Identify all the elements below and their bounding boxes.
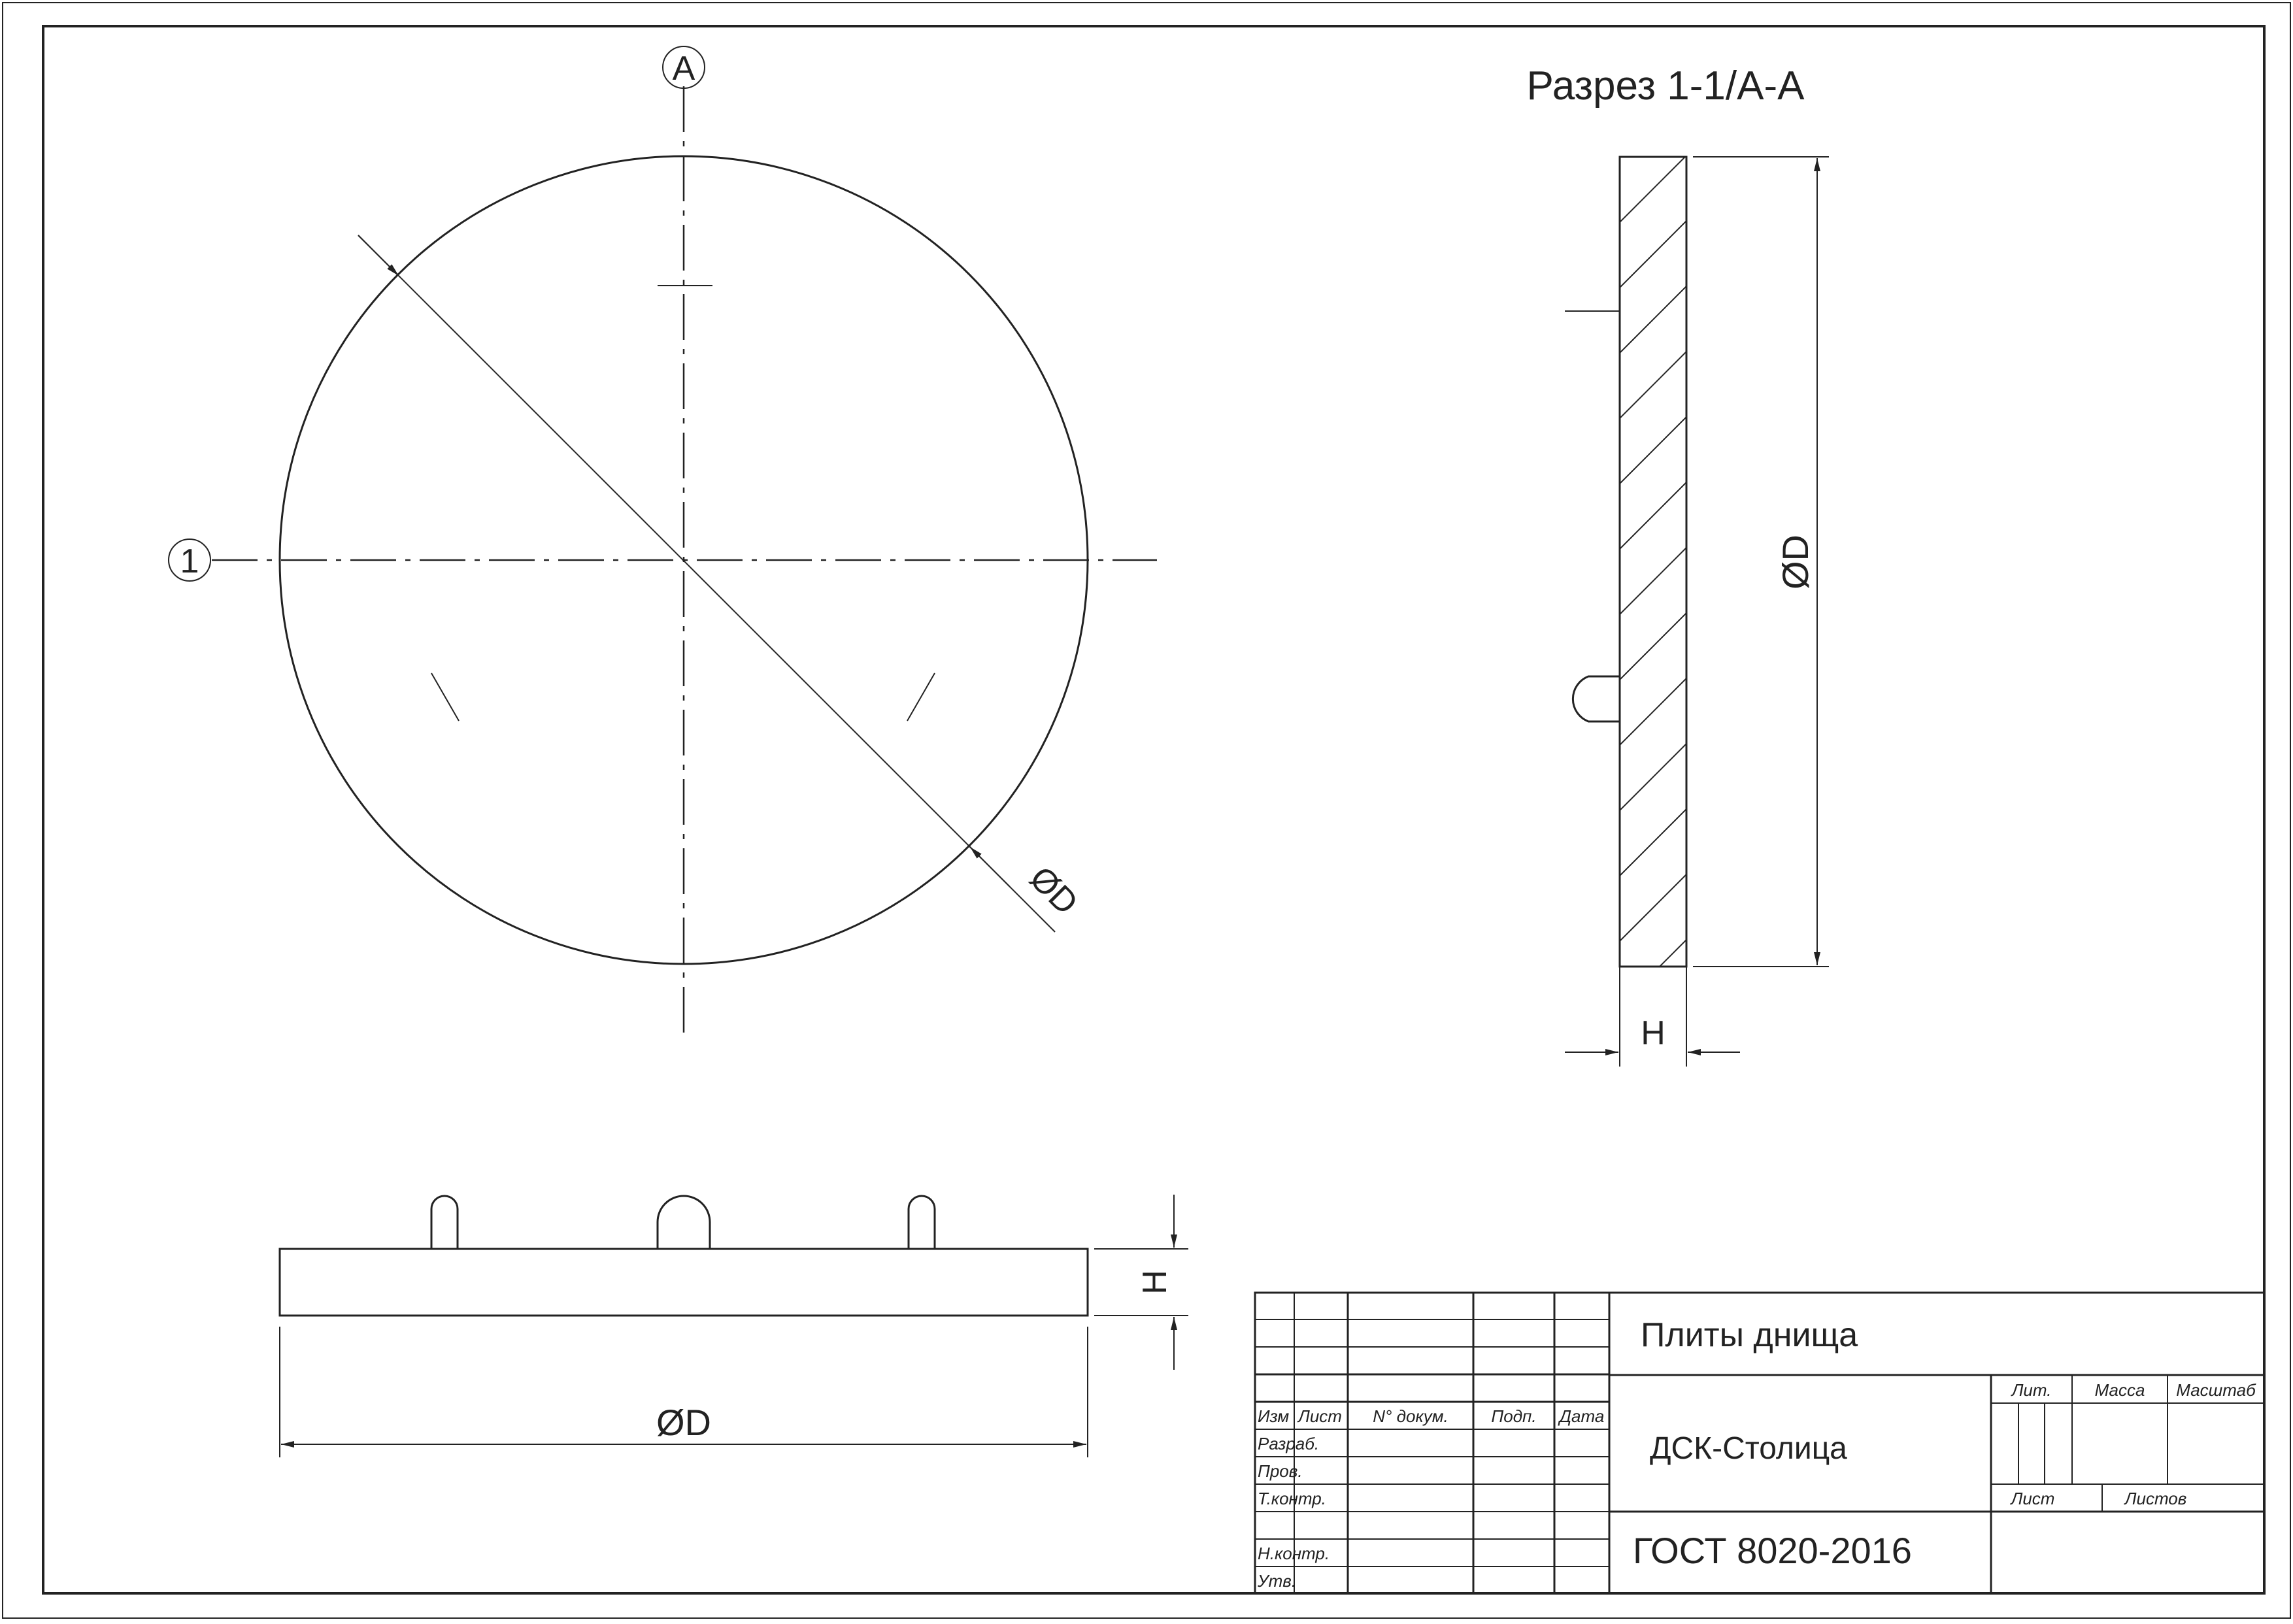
meta-masshtab: Масштаб	[2176, 1380, 2256, 1400]
meta-massa: Масса	[2095, 1380, 2145, 1400]
role-prov: Пров.	[1258, 1461, 1303, 1481]
front-h-label: Н	[1136, 1270, 1174, 1295]
section-d-label: ØD	[1775, 535, 1816, 589]
front-slab	[278, 1248, 1089, 1317]
header-doc-no: N° докум.	[1373, 1406, 1448, 1426]
axis-marker-a	[662, 46, 705, 89]
role-razrab: Разраб.	[1258, 1434, 1319, 1453]
section-title: Разрез 1-1/А-А	[1527, 63, 1805, 108]
standard-name: ГОСТ 8020-2016	[1633, 1530, 1912, 1571]
role-t-kontr: Т.контр.	[1258, 1489, 1326, 1508]
company-name: ДСК-Столица	[1650, 1431, 1847, 1466]
title-block: Изм Лист N° докум. Подп. Дата Разраб. Пр…	[1254, 1291, 2266, 1595]
meta-list: Лист	[2010, 1489, 2055, 1508]
header-list: Лист	[1297, 1406, 1342, 1426]
role-utv: Утв.	[1257, 1571, 1296, 1591]
diameter-arrow-upper	[358, 235, 399, 276]
diameter-label-plan: ØD	[1022, 859, 1085, 922]
header-izm: Изм	[1258, 1406, 1289, 1426]
header-podp: Подп.	[1491, 1406, 1536, 1426]
diameter-arrow-lower	[969, 846, 1011, 887]
section-h-label: Н	[1641, 1014, 1665, 1052]
axis-marker-1-label: 1	[180, 542, 199, 580]
diameter-dimension-line	[358, 235, 1056, 933]
inner-frame	[42, 25, 2266, 1595]
role-n-kontr: Н.контр.	[1258, 1544, 1330, 1563]
plan-view: ØD А 1	[168, 46, 1157, 1033]
axis-marker-a-label: А	[673, 50, 695, 88]
section-slab	[1618, 156, 1688, 968]
lift-loop-mark-right	[907, 672, 935, 721]
meta-lit: Лит.	[2011, 1380, 2052, 1400]
title-block-frame	[1254, 1291, 2266, 1595]
lift-loop-mark-left	[431, 672, 460, 721]
header-data: Дата	[1558, 1406, 1605, 1426]
meta-listov: Листов	[2124, 1489, 2187, 1508]
front-view: ØD Н	[278, 1195, 1188, 1457]
front-loop-center	[656, 1195, 711, 1249]
section-hatching	[1620, 157, 1686, 967]
section-view: Разрез 1-1/А-А ØD Н	[1527, 63, 1829, 1067]
section-lifting-loop	[1571, 675, 1620, 723]
front-loop-right	[907, 1195, 936, 1249]
product-name: Плиты днища	[1641, 1316, 1858, 1354]
front-loop-left	[430, 1195, 459, 1249]
axis-marker-1	[168, 539, 211, 582]
front-d-label: ØD	[656, 1402, 711, 1443]
